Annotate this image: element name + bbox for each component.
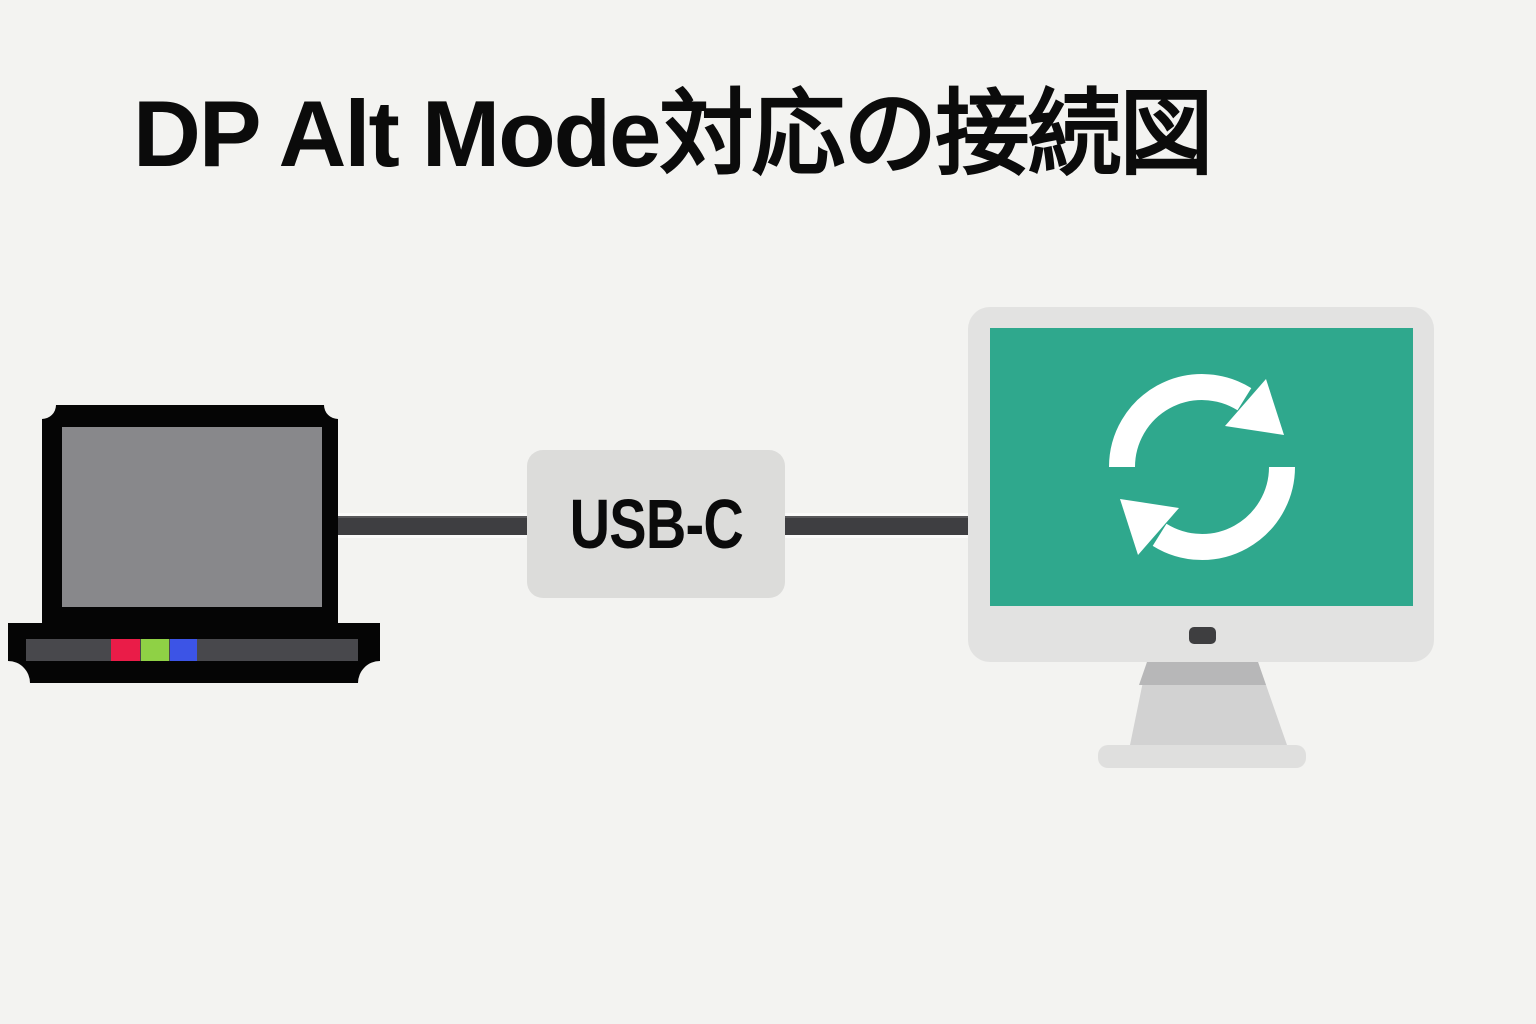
sync-arrow-top <box>1109 374 1284 468</box>
stripe-red-segment <box>111 639 140 661</box>
usb-c-connector-badge: USB-C <box>527 450 785 598</box>
stripe-blue-segment <box>170 639 197 661</box>
usb-c-label: USB-C <box>569 485 743 563</box>
page-title: DP Alt Mode対応の接続図 <box>133 81 1213 186</box>
laptop-icon <box>8 405 380 683</box>
sync-arrow-bottom <box>1120 466 1295 560</box>
monitor-screen <box>990 328 1413 606</box>
cable-left-segment <box>332 516 532 535</box>
sync-arrows-icon <box>1109 374 1295 560</box>
monitor-stand-base <box>1098 745 1306 768</box>
monitor-icon <box>968 307 1434 768</box>
laptop-screen <box>62 427 322 607</box>
monitor-chin-button <box>1189 627 1216 644</box>
cable-right-segment <box>780 516 976 535</box>
stripe-green-segment <box>141 639 169 661</box>
monitor-stand-neck-shadow <box>1139 662 1266 685</box>
